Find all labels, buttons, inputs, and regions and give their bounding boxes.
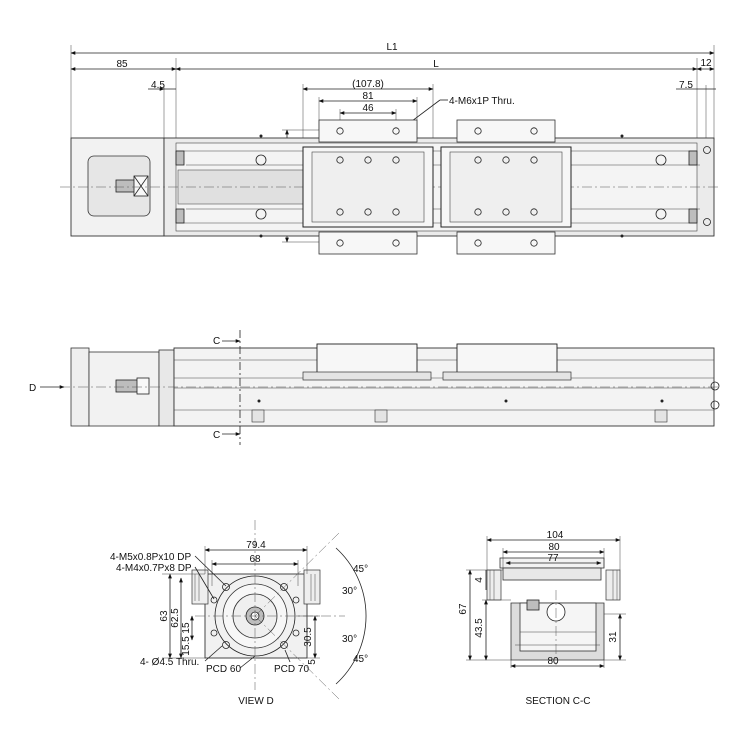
callout-pcd60: PCD 60 [206,664,241,675]
view-d-angle-4: 45° [353,654,368,665]
dim-offset-left-label: 4.5 [151,80,165,91]
section-top-plate [502,567,602,581]
section-dim-h-top-label: 4 [474,577,485,583]
view-d-dim-h4-label: 15.5 [181,636,192,656]
view-d-dim-h1-label: 63 [159,610,170,622]
view-d-dim-w2-label: 68 [249,554,261,565]
dim-l-label: L [433,59,439,70]
side-block-2 [456,343,558,377]
view-d-angle-2: 30° [342,586,357,597]
view-mark-d: D [29,383,36,394]
view-d-angle-3: 30° [342,634,357,645]
dim-block-label: (107.8) [352,79,384,90]
mounting-holes [255,127,711,247]
section-dim-w-bottom-label: 80 [547,656,559,667]
view-d-caption: VIEW D [238,696,274,707]
callout-thru-label: 4-M6x1P Thru. [449,96,515,107]
section-cc-caption: SECTION C-C [526,696,591,707]
callout-m5: 4-M5x0.8Px10 DP [110,552,191,563]
section-dim-h-total-label: 67 [458,603,469,615]
section-dim-w3-label: 77 [547,553,559,564]
top-view: L1 85 L 12 4.5 7.5 (107.8) 81 46 4-M6x1P… [60,42,720,255]
dim-hole-span-label: 81 [362,91,374,102]
view-d-angle-arc [335,547,367,685]
dim-hole-pitch-label: 46 [362,103,374,114]
dim-offset-right-label: 7.5 [679,80,693,91]
section-mark-bottom: C [213,430,220,441]
section-dim-w2-label: 80 [548,542,560,553]
callout-thru-d: 4- Ø4.5 Thru. [140,657,199,668]
view-d-dim-h2-label: 62.5 [170,608,181,628]
view-d-angle-1: 45° [353,564,368,575]
side-view: C C D [29,330,720,445]
section-cc: 104 80 77 67 43.5 4 31 80 SECTION C-C [458,530,626,707]
callout-pcd70: PCD 70 [274,664,309,675]
dim-motor-label: 85 [116,59,128,70]
dim-l1-label: L1 [386,42,398,53]
view-d: 79.4 68 63 62.5 15 15.5 30.5 5 45° 30° 3… [110,520,368,707]
view-d-dim-w1-label: 79.4 [246,540,266,551]
section-dim-w1-label: 104 [547,530,564,541]
callout-m4: 4-M4x0.7Px8 DP [116,563,192,574]
view-d-dim-h5-label: 30.5 [303,627,314,647]
side-block-1 [316,343,418,377]
section-mark-top: C [213,336,220,347]
view-d-dim-h6-label: 5 [307,659,318,665]
section-dim-h-body-label: 43.5 [474,618,485,638]
section-dim-h-right-label: 31 [608,631,619,643]
dim-end-label: 12 [700,58,712,69]
view-d-dim-h3-label: 15 [181,622,192,634]
